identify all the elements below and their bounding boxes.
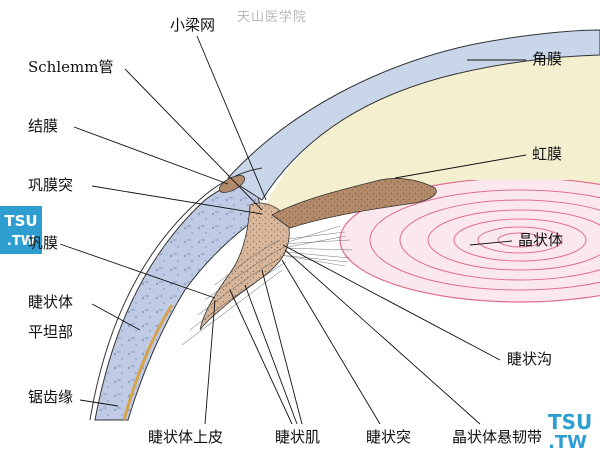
label-ciliary-epithelium: 睫状体上皮 bbox=[148, 428, 224, 446]
label-pars-plana-1: 睫状体 bbox=[28, 293, 74, 311]
label-zonule: 晶状体悬韧带 bbox=[452, 428, 543, 446]
ciliary-muscle-fibers bbox=[181, 239, 287, 346]
badge-right-line1: TSU bbox=[548, 410, 593, 434]
label-iris: 虹膜 bbox=[532, 145, 563, 163]
badge-left-line2: .TW bbox=[6, 234, 36, 249]
label-ciliary-muscle: 睫状肌 bbox=[275, 428, 321, 446]
badge-left-line1: TSU bbox=[4, 212, 38, 230]
label-ciliary-sulcus: 睫状沟 bbox=[507, 350, 553, 368]
label-conjunctiva: 结膜 bbox=[28, 117, 59, 135]
badge-right-line2: .TW bbox=[548, 432, 587, 453]
label-pars-plana-2: 平坦部 bbox=[28, 323, 74, 341]
lens bbox=[339, 180, 600, 303]
watermark-title: 天山医学院 bbox=[237, 10, 308, 25]
tsu-badge-right: TSU .TW bbox=[538, 410, 598, 458]
tsu-badge-left: TSU .TW bbox=[0, 206, 42, 254]
label-sclera: 巩膜 bbox=[28, 234, 59, 252]
anterior-chamber bbox=[268, 55, 600, 220]
label-trabecular-meshwork: 小梁网 bbox=[170, 16, 216, 34]
label-ora-serrata: 锯齿缘 bbox=[28, 388, 74, 406]
zonule-fibers bbox=[269, 225, 353, 267]
label-cornea: 角膜 bbox=[532, 50, 563, 68]
label-schlemm-canal: Schlemm管 bbox=[28, 58, 114, 76]
cornea-layer bbox=[227, 29, 600, 201]
label-scleral-spur: 巩膜突 bbox=[28, 176, 74, 194]
conjunctiva-fold bbox=[218, 175, 246, 193]
label-lens: 晶状体 bbox=[518, 231, 564, 249]
label-ciliary-process: 睫状突 bbox=[366, 428, 412, 446]
